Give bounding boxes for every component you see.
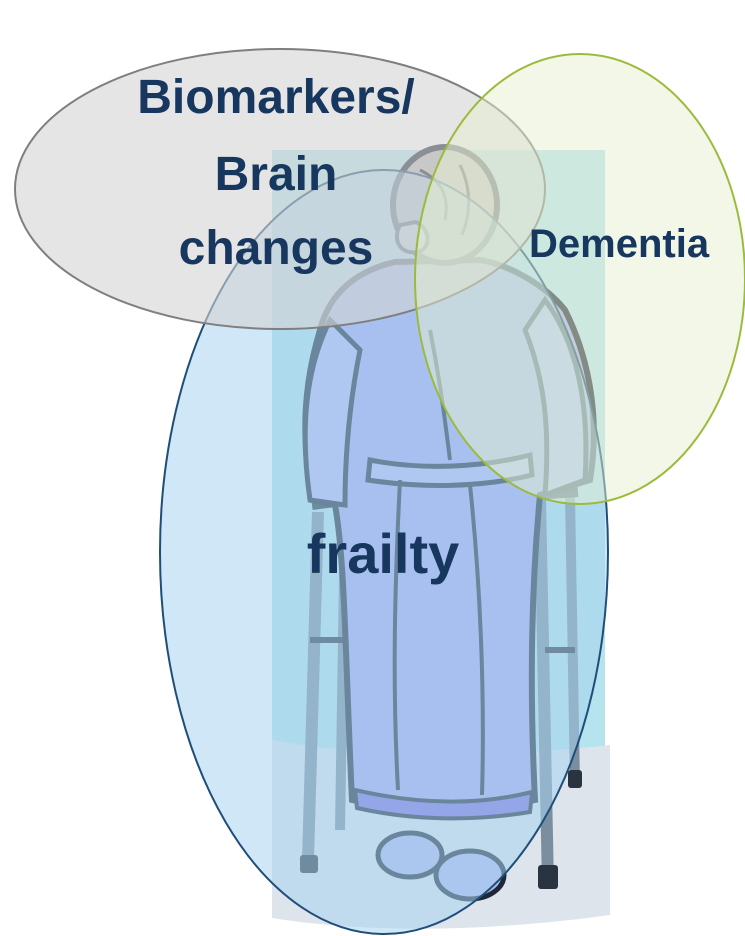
frailty-label: frailty	[307, 522, 460, 585]
biomarkers-label-line-2: Brain	[215, 148, 338, 201]
biomarkers-label-line-3: changes	[179, 222, 374, 275]
walker-foot-icon	[538, 865, 558, 889]
biomarkers-label-line-1: Biomarkers/	[137, 71, 414, 124]
walker-foot-icon	[568, 770, 582, 788]
dementia-label: Dementia	[529, 222, 710, 266]
dementia-set	[415, 54, 745, 504]
